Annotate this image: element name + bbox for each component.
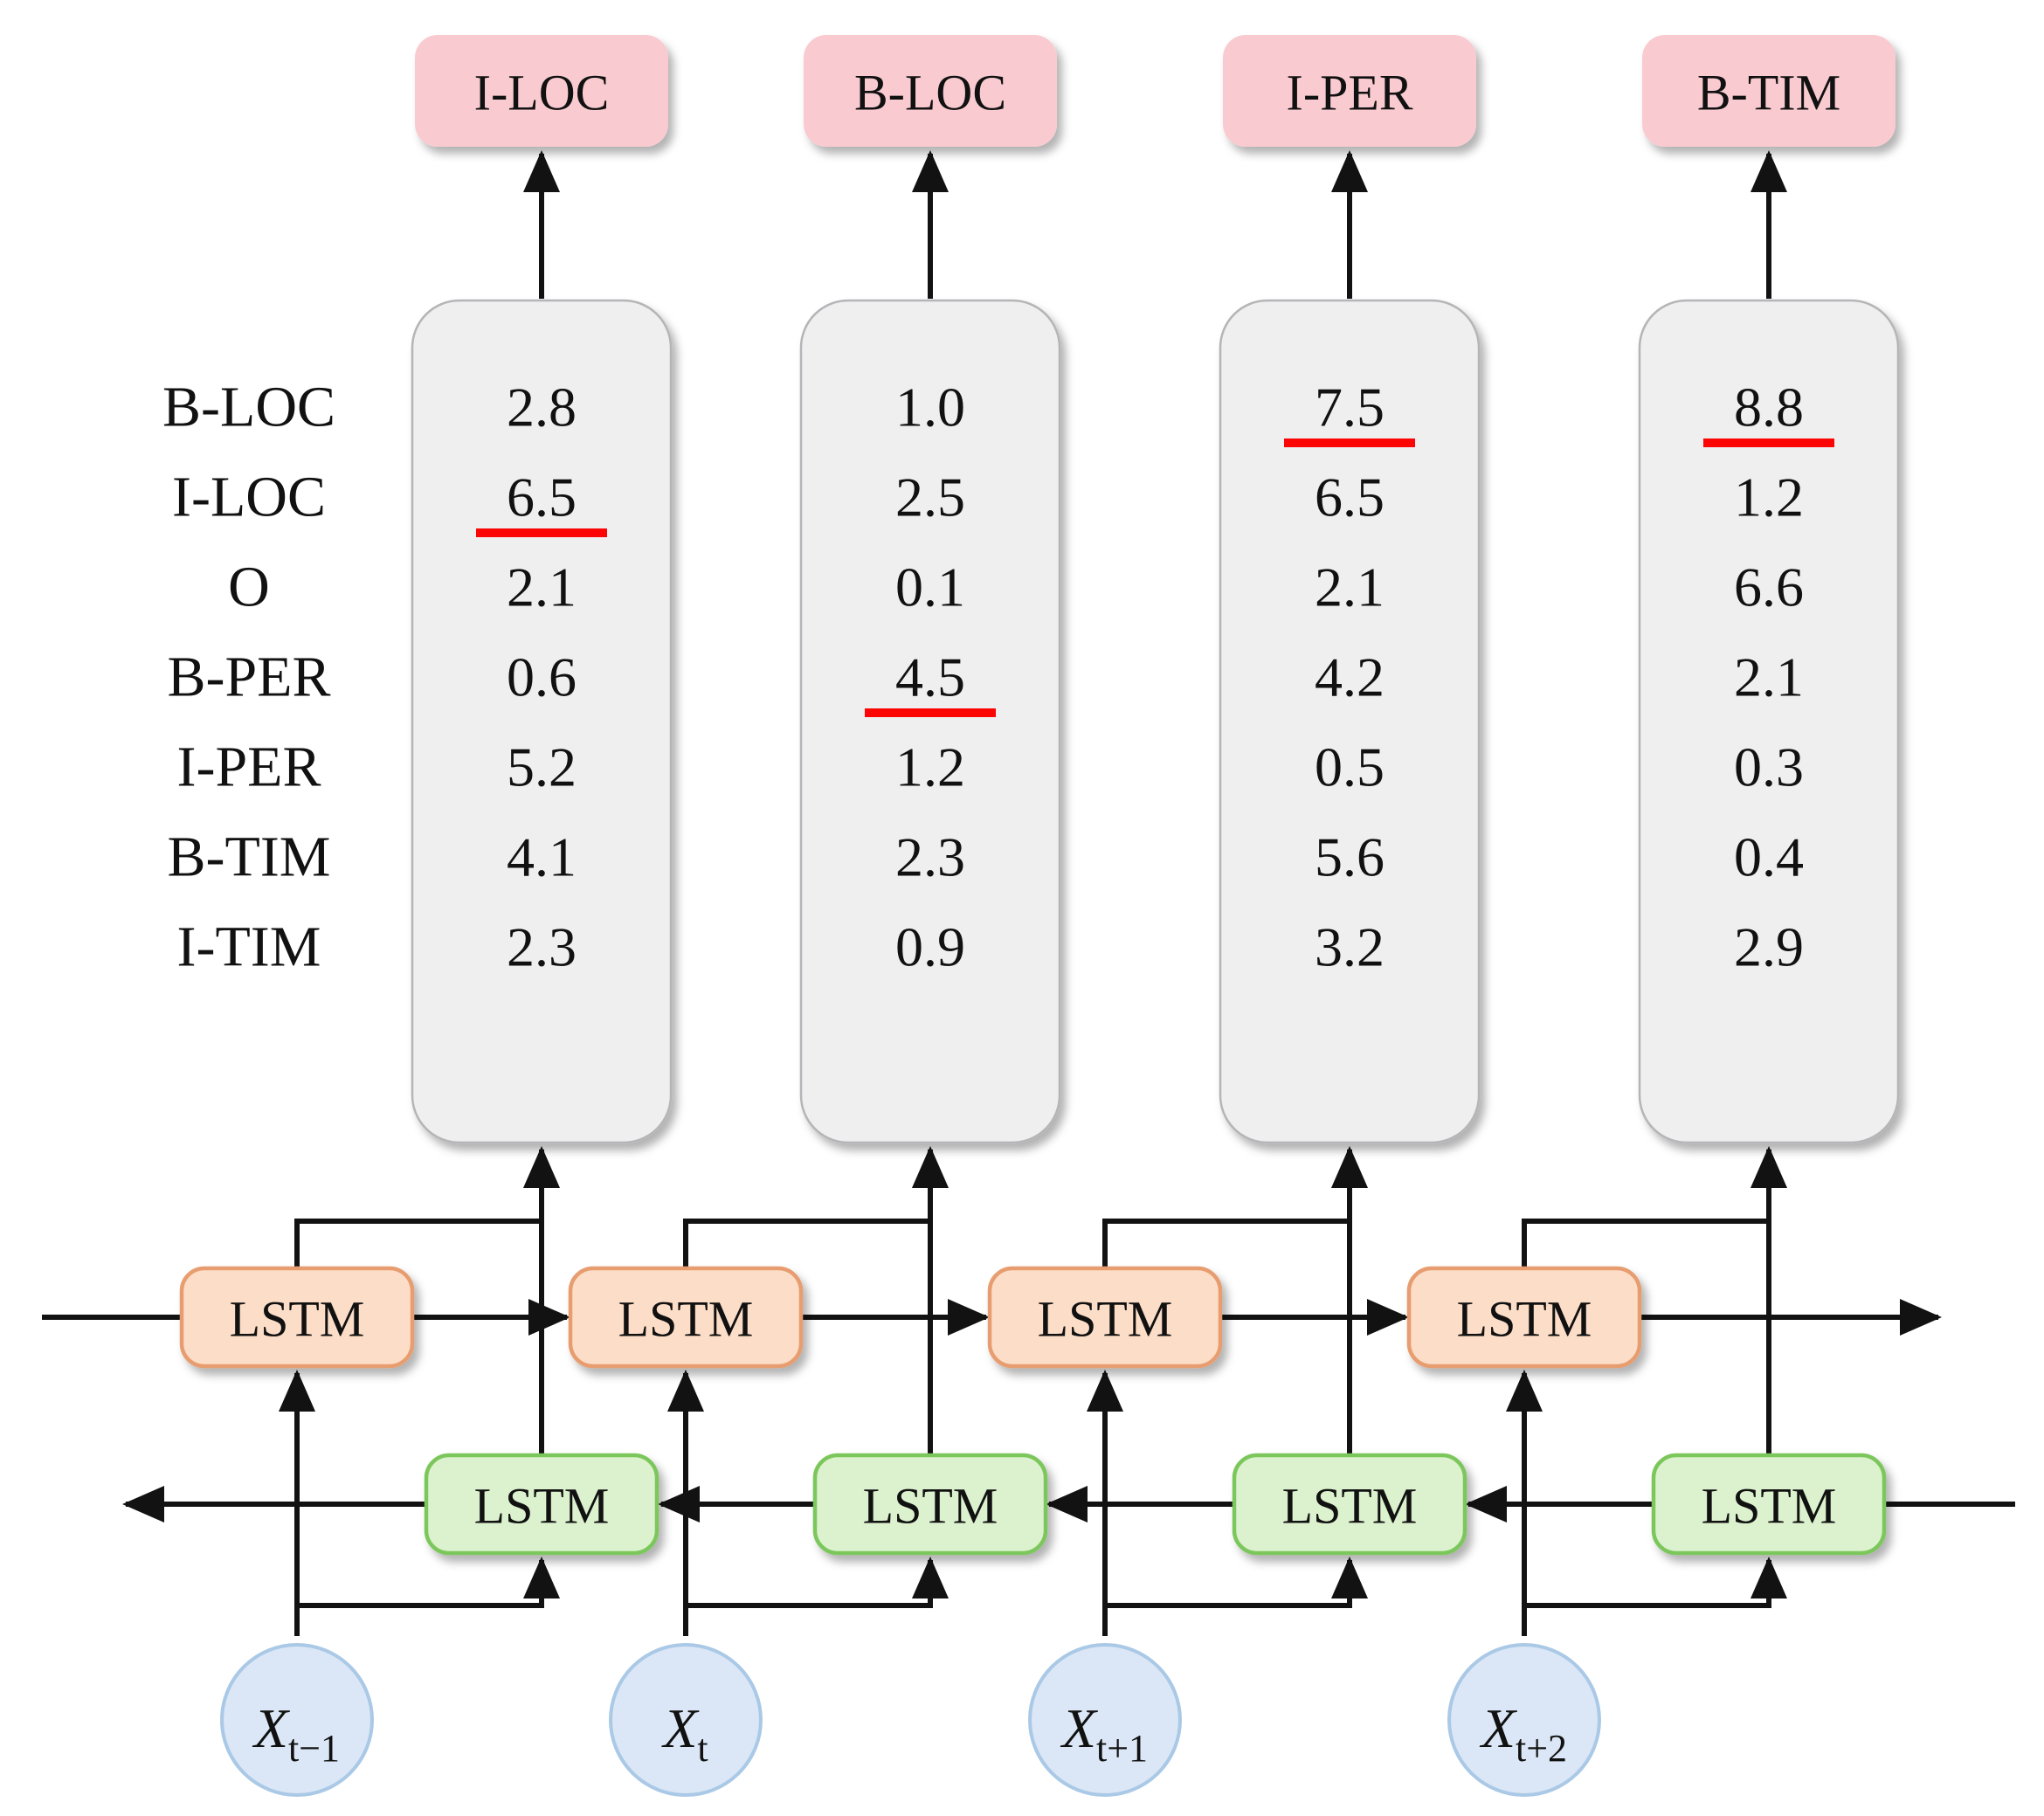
input-label-4: Xt+2 — [1479, 1697, 1567, 1770]
row-label-i-per: I-PER — [177, 735, 321, 799]
forward-lstm-box-3 — [987, 1266, 1223, 1369]
score-1-i-loc: 6.5 — [507, 466, 577, 528]
backward-lstm-label-2: LSTM — [863, 1478, 998, 1535]
input-label-3-subscript: t+1 — [1096, 1727, 1148, 1770]
score-column-3 — [1219, 299, 1481, 1144]
input-to-backward-arrow-1 — [297, 1557, 560, 1608]
score-2-b-loc: 1.0 — [895, 376, 965, 438]
score-4-i-loc: 1.2 — [1734, 466, 1804, 528]
score-1-o: 2.1 — [507, 556, 577, 618]
score-3-b-tim: 5.6 — [1315, 826, 1385, 888]
score-3-i-per: 0.5 — [1315, 736, 1385, 798]
input-node-2 — [609, 1643, 763, 1797]
input-label-2-subscript: t — [697, 1727, 708, 1770]
score-2-i-tim: 0.9 — [895, 916, 965, 978]
backward-lstm-label-4: LSTM — [1702, 1478, 1837, 1535]
score-4-b-tim: 0.4 — [1734, 826, 1804, 888]
input-label-2: Xt — [660, 1697, 708, 1770]
input-label-1-subscript: t−1 — [288, 1727, 340, 1770]
row-label-b-per: B-PER — [167, 646, 330, 709]
score-2-b-tim: 2.3 — [895, 826, 965, 888]
score-3-b-loc: 7.5 — [1315, 376, 1385, 438]
score-3-b-per: 4.2 — [1315, 646, 1385, 708]
input-label-3: Xt+1 — [1060, 1697, 1148, 1770]
forward-output-jog-4 — [1522, 1219, 1769, 1268]
input-label-4-subscript: t+2 — [1516, 1727, 1567, 1770]
tag-label-4: B-TIM — [1697, 65, 1840, 121]
input-to-backward-arrow-4 — [1524, 1557, 1787, 1608]
score-4-i-per: 0.3 — [1734, 736, 1804, 798]
forward-lstm-label-2: LSTM — [618, 1291, 754, 1348]
tag-box-2 — [804, 35, 1057, 147]
score-3-o: 2.1 — [1315, 556, 1385, 618]
score-3-i-loc: 6.5 — [1315, 466, 1385, 528]
slot-1: 2.8 6.5 2.1 0.6 5.2 4.1 2.3 I-LOC LSTM L… — [179, 35, 673, 1797]
forward-output-jog-3 — [1102, 1219, 1350, 1268]
input-label-2-base: X — [660, 1697, 700, 1759]
row-label-o: O — [228, 556, 270, 619]
score-4-b-per: 2.1 — [1734, 646, 1804, 708]
score-1-b-loc: 2.8 — [507, 376, 577, 438]
forward-lstm-label-1: LSTM — [230, 1291, 365, 1348]
forward-lstm-label-4: LSTM — [1457, 1291, 1592, 1348]
score-4-i-tim: 2.9 — [1734, 916, 1804, 978]
row-label-i-tim: I-TIM — [177, 915, 321, 979]
forward-output-jog-2 — [683, 1219, 930, 1268]
forward-lstm-label-3: LSTM — [1038, 1291, 1173, 1348]
max-score-underline-2 — [865, 708, 996, 717]
score-1-i-per: 5.2 — [507, 736, 577, 798]
input-node-4 — [1447, 1643, 1601, 1797]
max-score-underline-3 — [1284, 438, 1415, 447]
score-4-b-loc: 8.8 — [1734, 376, 1804, 438]
tag-box-3 — [1223, 35, 1476, 147]
forward-lstm-box-1 — [179, 1266, 415, 1369]
slot-3: 7.5 6.5 2.1 4.2 0.5 5.6 3.2 I-PER LSTM L… — [987, 35, 1481, 1797]
input-label-1-base: X — [252, 1697, 291, 1759]
row-label-i-loc: I-LOC — [172, 466, 326, 529]
backward-lstm-box-3 — [1232, 1453, 1467, 1556]
score-1-b-per: 0.6 — [507, 646, 577, 708]
score-3-i-tim: 3.2 — [1315, 916, 1385, 978]
score-2-i-loc: 2.5 — [895, 466, 965, 528]
max-score-underline-4 — [1703, 438, 1834, 447]
input-to-backward-arrow-2 — [686, 1557, 949, 1608]
backward-lstm-label-1: LSTM — [474, 1478, 610, 1535]
score-2-o: 0.1 — [895, 556, 965, 618]
score-1-b-tim: 4.1 — [507, 826, 577, 888]
input-label-1: Xt−1 — [252, 1697, 340, 1770]
score-column-4 — [1638, 299, 1900, 1144]
score-row-labels: B-LOC I-LOC O B-PER I-PER B-TIM I-TIM — [162, 376, 335, 979]
slot-4: 8.8 1.2 6.6 2.1 0.3 0.4 2.9 B-TIM LSTM L… — [1406, 35, 1900, 1797]
forward-lstm-box-4 — [1406, 1266, 1642, 1369]
score-column-2 — [799, 299, 1061, 1144]
backward-lstm-label-3: LSTM — [1282, 1478, 1418, 1535]
score-2-b-per: 4.5 — [895, 646, 965, 708]
backward-lstm-box-2 — [812, 1453, 1048, 1556]
forward-output-jog-1 — [294, 1219, 542, 1268]
tag-box-1 — [415, 35, 668, 147]
score-2-i-per: 1.2 — [895, 736, 965, 798]
backward-lstm-box-1 — [424, 1453, 659, 1556]
score-column-1 — [411, 299, 673, 1144]
max-score-underline-1 — [476, 528, 607, 537]
slot-2: 1.0 2.5 0.1 4.5 1.2 2.3 0.9 B-LOC LSTM L… — [568, 35, 1061, 1797]
row-label-b-tim: B-TIM — [168, 825, 331, 889]
tag-box-4 — [1642, 35, 1896, 147]
input-to-backward-arrow-3 — [1105, 1557, 1368, 1608]
score-4-o: 6.6 — [1734, 556, 1804, 618]
backward-lstm-box-4 — [1651, 1453, 1887, 1556]
tag-label-1: I-LOC — [474, 65, 610, 121]
forward-lstm-box-2 — [568, 1266, 804, 1369]
input-label-4-base: X — [1479, 1697, 1518, 1759]
row-label-b-loc: B-LOC — [162, 376, 335, 439]
input-node-1 — [220, 1643, 374, 1797]
score-1-i-tim: 2.3 — [507, 916, 577, 978]
input-node-3 — [1028, 1643, 1182, 1797]
tag-label-2: B-LOC — [854, 65, 1006, 121]
tag-label-3: I-PER — [1287, 65, 1413, 121]
input-label-3-base: X — [1060, 1697, 1099, 1759]
